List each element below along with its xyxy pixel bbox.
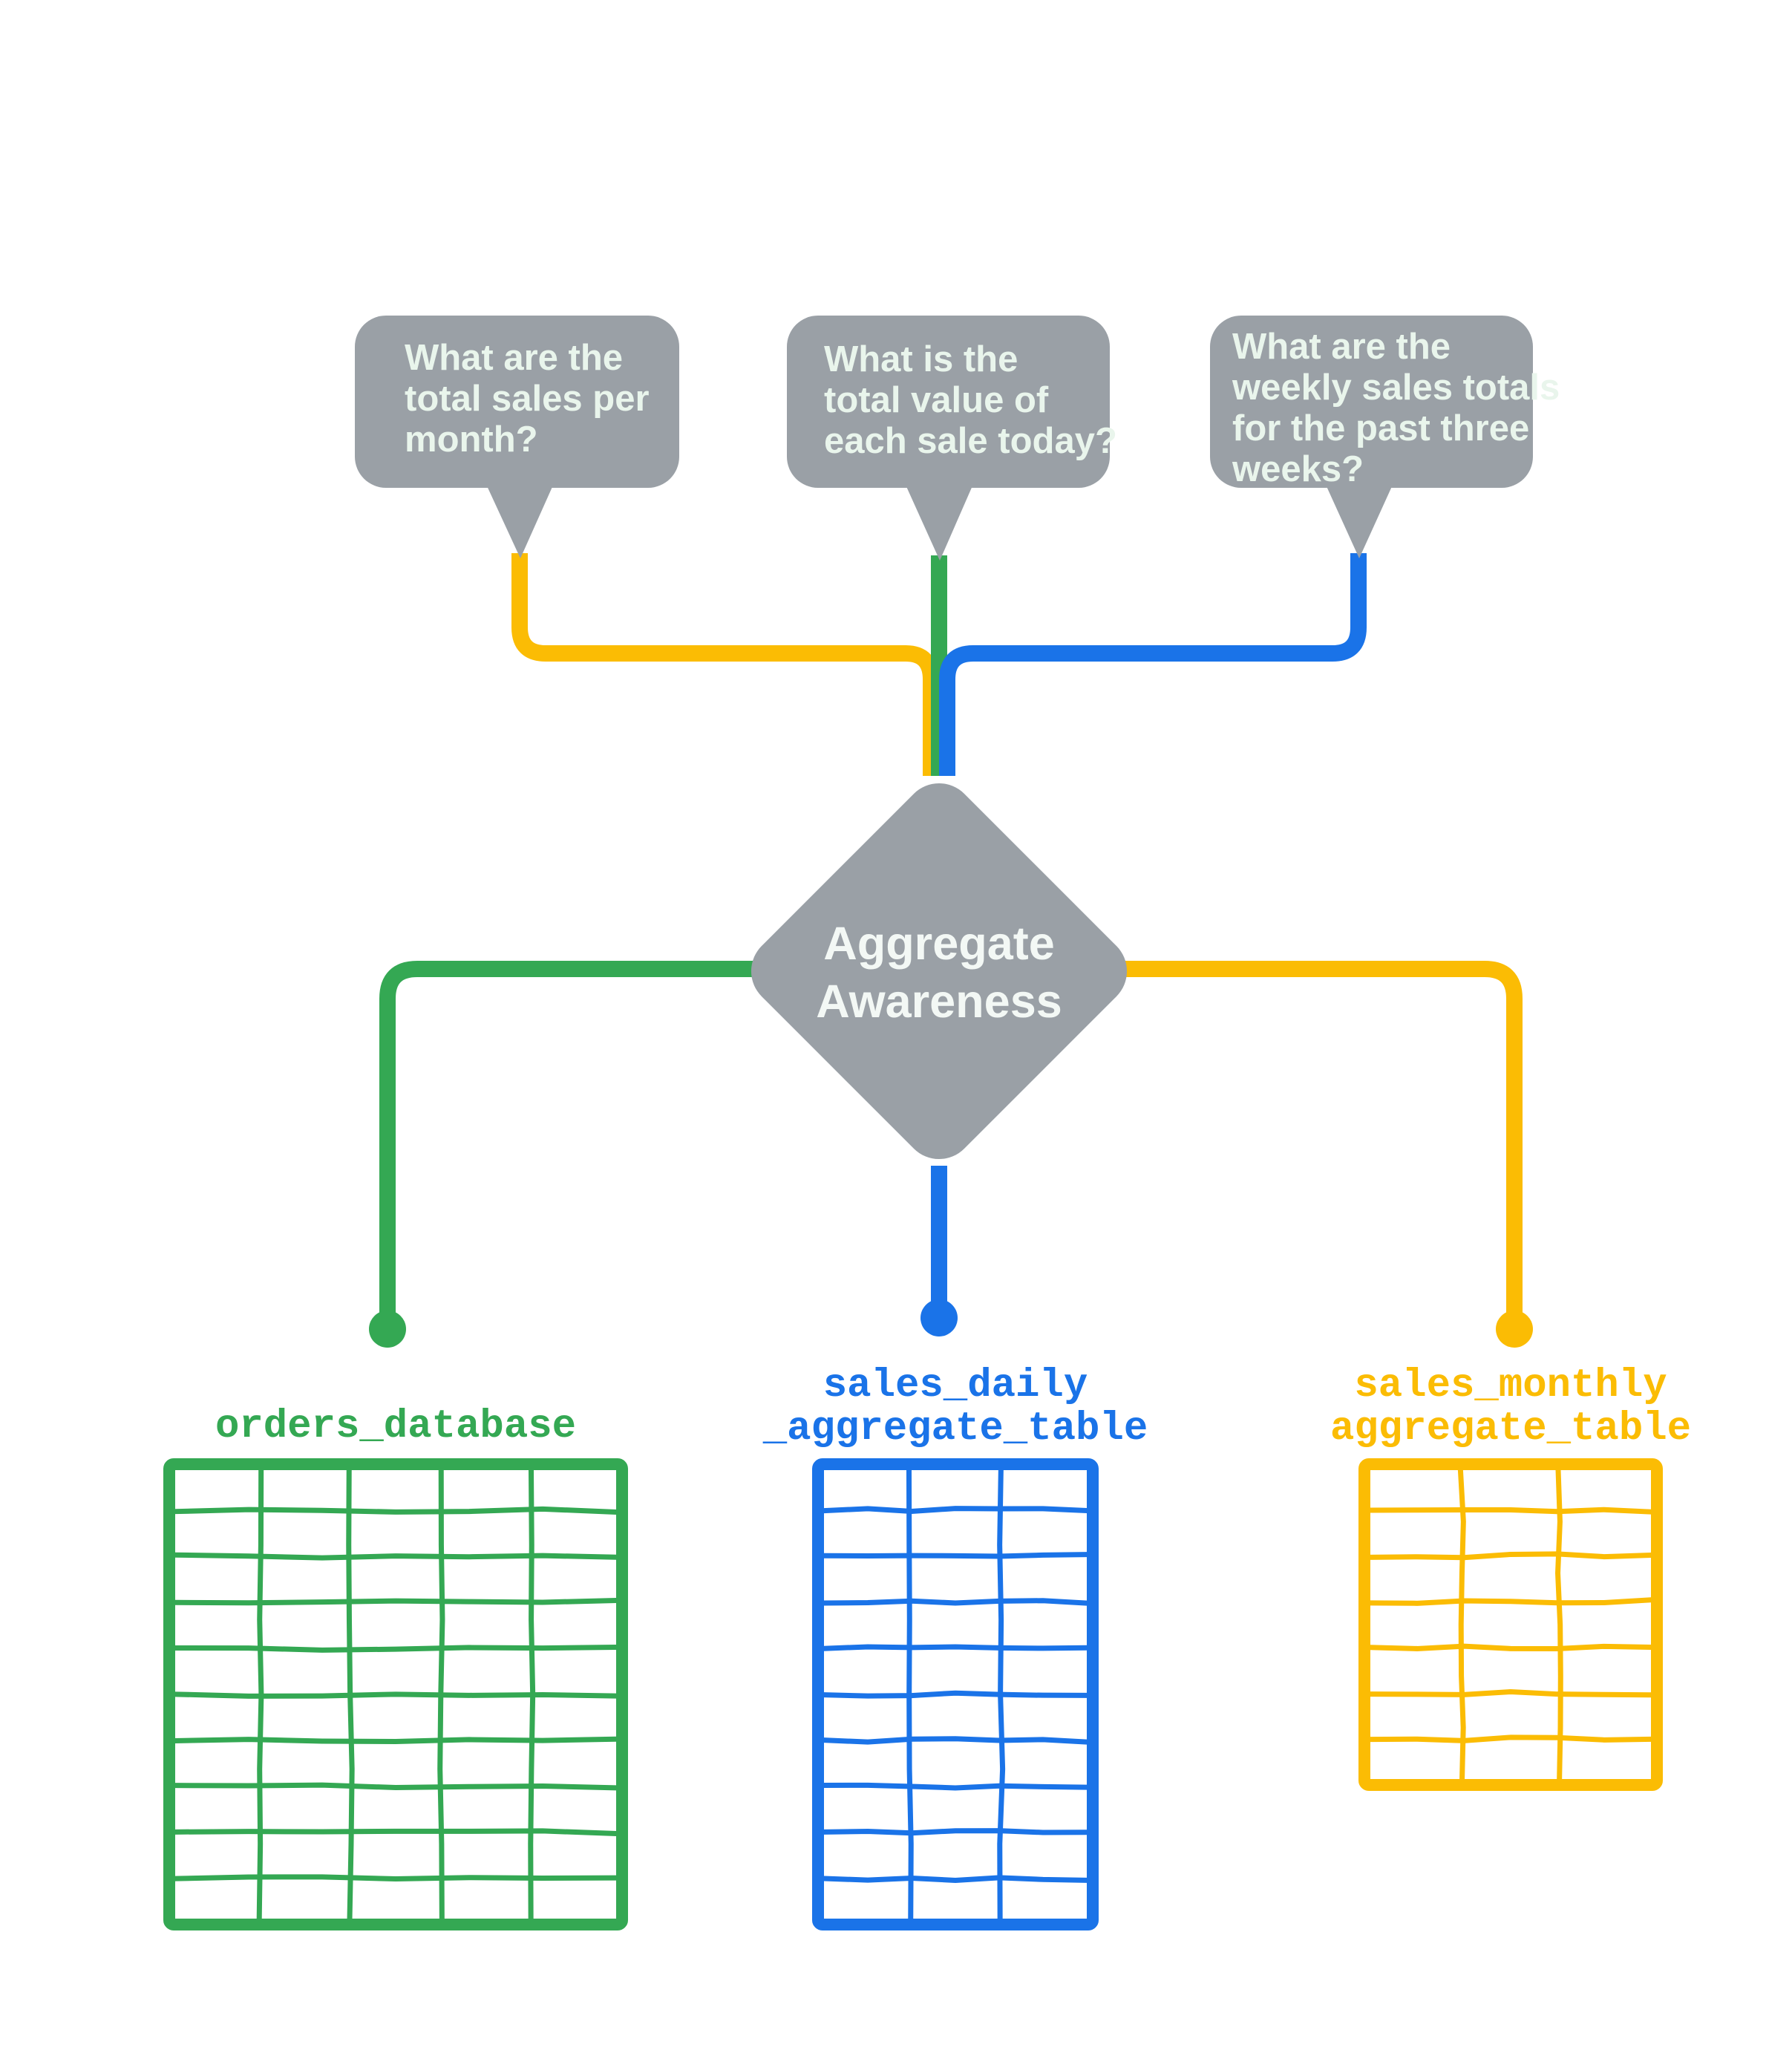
- node-title-line-2: Awareness: [816, 976, 1062, 1028]
- label-sales-daily-line-1: sales_daily: [823, 1363, 1088, 1409]
- table-sales-daily-aggregate[interactable]: [812, 1458, 1099, 1930]
- table-border: [812, 1458, 1099, 1930]
- table-row-divider: [821, 1828, 1090, 1836]
- table-row-divider: [821, 1506, 1090, 1515]
- table-row-divider: [821, 1644, 1090, 1651]
- table-row-divider: [821, 1736, 1090, 1745]
- diamond-shape: [751, 783, 1128, 1160]
- endpoint-dot-green: [369, 1311, 406, 1348]
- bubble-weekly-line-1: What are the: [1232, 327, 1451, 367]
- table-row-divider: [821, 1552, 1090, 1559]
- bubble-weekly-line-3: for the past three: [1232, 408, 1529, 448]
- table-row-divider: [1367, 1507, 1654, 1515]
- label-sales-daily-line-2: _aggregate_table: [762, 1406, 1148, 1452]
- speech-bubble-daily[interactable]: What is the total value of each sale tod…: [787, 316, 1117, 561]
- table-orders-database[interactable]: [163, 1458, 628, 1930]
- bubble-daily-line-3: each sale today?: [824, 421, 1117, 461]
- bubble-daily-line-1: What is the: [824, 339, 1018, 379]
- node-aggregate-awareness[interactable]: Aggregate Awareness: [736, 768, 1142, 1174]
- table-row-divider: [1367, 1597, 1654, 1606]
- table-row-divider: [821, 1690, 1090, 1699]
- table-row-divider: [821, 1782, 1090, 1791]
- table-row-divider: [1367, 1643, 1654, 1651]
- table-border: [163, 1458, 628, 1930]
- label-orders-database: orders_database: [215, 1404, 576, 1449]
- bubble-body-daily: [787, 316, 1110, 488]
- table-row-divider: [821, 1875, 1090, 1883]
- label-sales-monthly-line-1: sales_monthly: [1354, 1363, 1667, 1409]
- bubble-monthly-line-3: month?: [405, 420, 538, 460]
- connector-monthly-to-node: [511, 553, 939, 776]
- table-row-divider: [172, 1598, 619, 1606]
- table-row-divider: [172, 1736, 619, 1744]
- bubble-daily-line-2: total value of: [824, 380, 1049, 420]
- table-row-divider: [172, 1691, 619, 1699]
- node-title-line-1: Aggregate: [823, 918, 1055, 970]
- bubble-monthly-line-2: total sales per: [405, 379, 650, 419]
- speech-bubble-monthly[interactable]: What are the total sales per month?: [355, 316, 679, 558]
- table-row-divider: [172, 1874, 619, 1881]
- endpoint-dot-yellow: [1496, 1311, 1533, 1348]
- table-row-divider: [821, 1598, 1090, 1606]
- table-row-divider: [1367, 1551, 1654, 1561]
- table-row-divider: [172, 1645, 619, 1653]
- table-column-divider: [1555, 1467, 1563, 1782]
- bubble-monthly-line-1: What are the: [405, 338, 623, 378]
- table-border: [1358, 1458, 1663, 1791]
- bubble-body-weekly: [1210, 316, 1533, 488]
- connector-node-to-sales-monthly: [1121, 961, 1523, 1323]
- connector-weekly-to-node: [939, 553, 1367, 776]
- bubble-body-monthly: [355, 316, 679, 488]
- speech-bubble-weekly[interactable]: What are the weekly sales totals for the…: [1210, 316, 1560, 558]
- bubble-weekly-line-2: weekly sales totals: [1232, 368, 1560, 408]
- label-sales-monthly-line-2: aggregate_table: [1330, 1406, 1691, 1452]
- table-row-divider: [172, 1506, 619, 1515]
- table-sales-monthly-aggregate[interactable]: [1358, 1458, 1663, 1791]
- table-row-divider: [1367, 1688, 1654, 1698]
- table-column-divider: [1457, 1467, 1466, 1782]
- table-row-divider: [1367, 1734, 1654, 1743]
- table-row-divider: [172, 1782, 619, 1791]
- connector-node-to-orders-database: [379, 961, 757, 1323]
- table-row-divider: [172, 1828, 619, 1837]
- table-row-divider: [172, 1552, 619, 1561]
- bubble-weekly-line-4: weeks?: [1232, 449, 1364, 489]
- endpoint-dot-blue: [920, 1299, 958, 1336]
